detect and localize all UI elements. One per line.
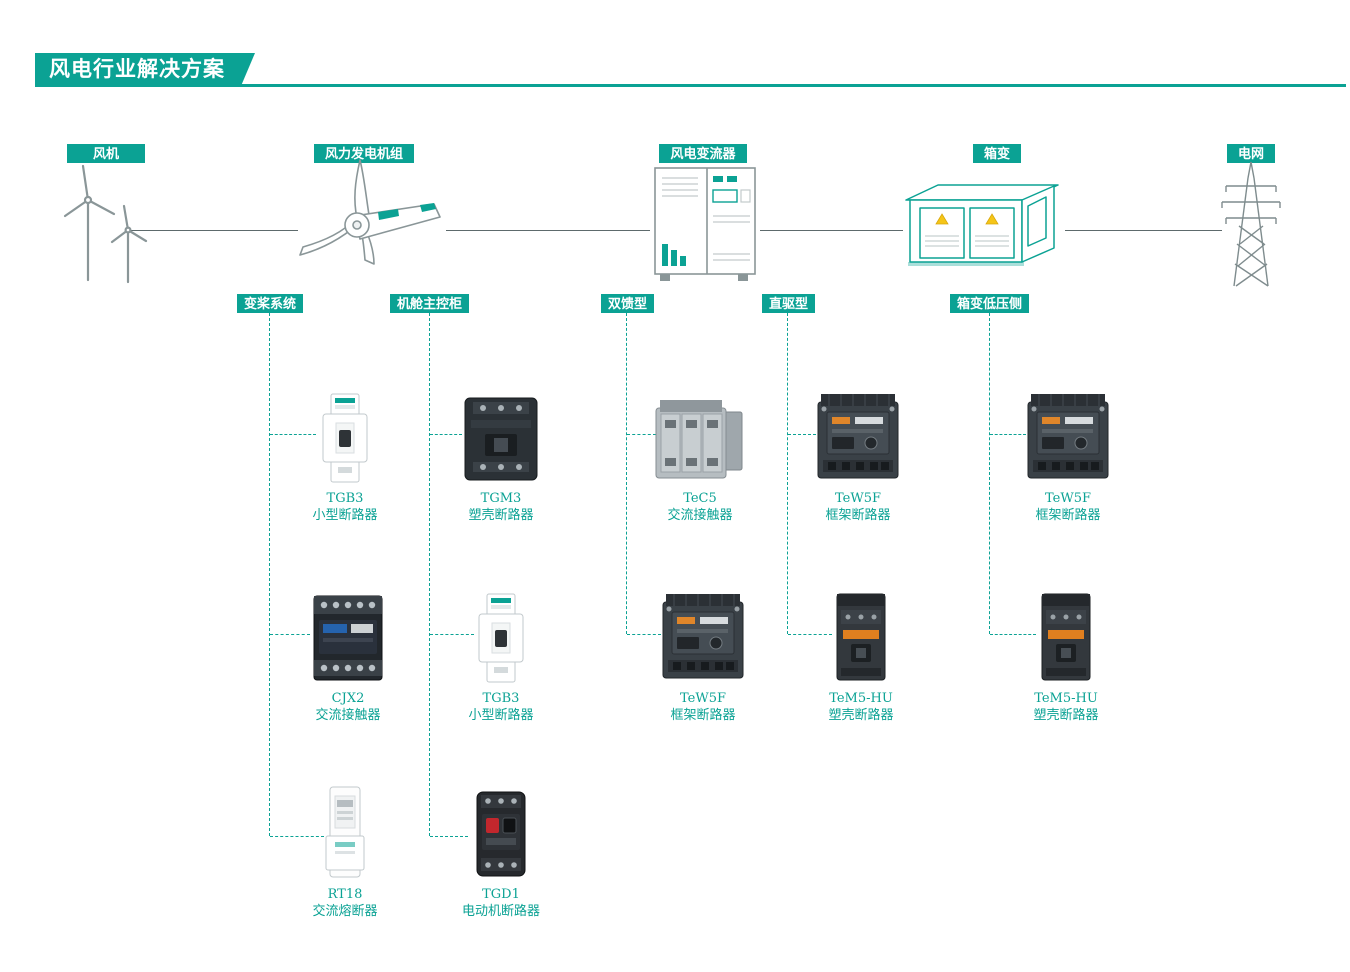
- frame-circuit-breaker-image: [815, 388, 901, 484]
- product-model: TeM5-HU: [1034, 691, 1098, 706]
- connector-line: [989, 313, 990, 634]
- connector-line: [270, 434, 316, 435]
- connector-line: [627, 434, 656, 435]
- node-badge-generator-set: 风力发电机组: [314, 144, 414, 163]
- wind-turbines-icon: [63, 164, 148, 284]
- product-model: TeW5F: [679, 691, 726, 706]
- miniature-circuit-breaker-image: [318, 388, 372, 484]
- connector-line: [270, 836, 324, 837]
- product-card: TeC5 交流接触器: [635, 388, 765, 525]
- node-badge-wind-turbine: 风机: [67, 144, 145, 163]
- ac-contactor-image: [654, 388, 746, 484]
- category-badge-lv-side: 箱变低压侧: [950, 294, 1029, 313]
- connector-line: [788, 634, 832, 635]
- product-card: TeW5F 框架断路器: [638, 588, 768, 725]
- node-badge-box-transformer: 箱变: [973, 144, 1021, 163]
- product-model: TeW5F: [834, 491, 881, 506]
- product-type: 塑壳断路器: [468, 507, 534, 523]
- connector-line: [990, 434, 1026, 435]
- product-type: 小型断路器: [468, 707, 534, 723]
- connector-line: [270, 634, 310, 635]
- flow-line-segment: [446, 230, 650, 231]
- connector-line: [429, 313, 430, 836]
- title-underline: [35, 84, 1346, 87]
- product-card: CJX2 交流接触器: [283, 588, 413, 725]
- page-title: 风电行业解决方案: [35, 53, 255, 86]
- product-model: TGM3: [480, 491, 522, 506]
- category-badge-nacelle-cabinet: 机舱主控柜: [390, 294, 469, 313]
- frame-circuit-breaker-image: [1025, 388, 1111, 484]
- connector-line: [430, 634, 474, 635]
- product-model: TGB3: [326, 491, 364, 506]
- connector-line: [990, 634, 1036, 635]
- transmission-tower-icon: [1221, 161, 1281, 287]
- connector-line: [788, 434, 816, 435]
- connector-line: [626, 313, 627, 634]
- molded-case-breaker-image: [461, 388, 541, 484]
- nacelle-icon: [299, 159, 441, 265]
- ac-contactor-image: [309, 588, 387, 684]
- category-badge-pitch-system: 变桨系统: [237, 294, 303, 313]
- product-type: 电动机断路器: [461, 903, 540, 919]
- product-type: 框架断路器: [825, 507, 891, 523]
- product-model: TGD1: [482, 887, 520, 902]
- product-model: RT18: [327, 887, 363, 902]
- product-type: 交流熔断器: [312, 903, 378, 919]
- motor-circuit-breaker-image: [468, 784, 534, 880]
- miniature-circuit-breaker-image: [474, 588, 528, 684]
- product-model: TeM5-HU: [829, 691, 893, 706]
- product-model: TGB3: [482, 691, 520, 706]
- connector-line: [627, 634, 661, 635]
- connector-line: [430, 836, 468, 837]
- flow-line-segment: [130, 230, 298, 231]
- product-card: TGB3 小型断路器: [280, 388, 410, 525]
- product-card: TeW5F 框架断路器: [793, 388, 923, 525]
- ac-fuse-image: [323, 784, 367, 880]
- category-badge-doubly-fed: 双馈型: [601, 294, 654, 313]
- frame-circuit-breaker-image: [660, 588, 746, 684]
- product-card: TGM3 塑壳断路器: [436, 388, 566, 525]
- product-model: TeC5: [683, 491, 717, 506]
- flow-line-segment: [760, 230, 903, 231]
- box-transformer-icon: [905, 184, 1059, 266]
- node-badge-grid: 电网: [1227, 144, 1275, 163]
- product-type: 框架断路器: [670, 707, 736, 723]
- molded-case-breaker-image: [1036, 588, 1096, 684]
- product-type: 交流接触器: [315, 707, 381, 723]
- category-badge-direct-drive: 直驱型: [762, 294, 815, 313]
- product-type: 塑壳断路器: [828, 707, 894, 723]
- product-type: 交流接触器: [667, 507, 733, 523]
- product-card: TeM5-HU 塑壳断路器: [796, 588, 926, 725]
- converter-cabinet-icon: [654, 167, 756, 281]
- connector-line: [787, 313, 788, 634]
- node-badge-converter: 风电变流器: [659, 144, 747, 163]
- product-card: TGD1 电动机断路器: [436, 784, 566, 921]
- product-type: 小型断路器: [312, 507, 378, 523]
- flow-line-segment: [1065, 230, 1222, 231]
- connector-line: [269, 313, 270, 836]
- product-card: TeM5-HU 塑壳断路器: [1001, 588, 1131, 725]
- product-card: TeW5F 框架断路器: [1003, 388, 1133, 525]
- product-model: TeW5F: [1044, 491, 1091, 506]
- connector-line: [430, 434, 462, 435]
- product-card: RT18 交流熔断器: [280, 784, 410, 921]
- product-model: CJX2: [331, 691, 365, 706]
- product-type: 塑壳断路器: [1033, 707, 1099, 723]
- product-type: 框架断路器: [1035, 507, 1101, 523]
- product-card: TGB3 小型断路器: [436, 588, 566, 725]
- molded-case-breaker-image: [831, 588, 891, 684]
